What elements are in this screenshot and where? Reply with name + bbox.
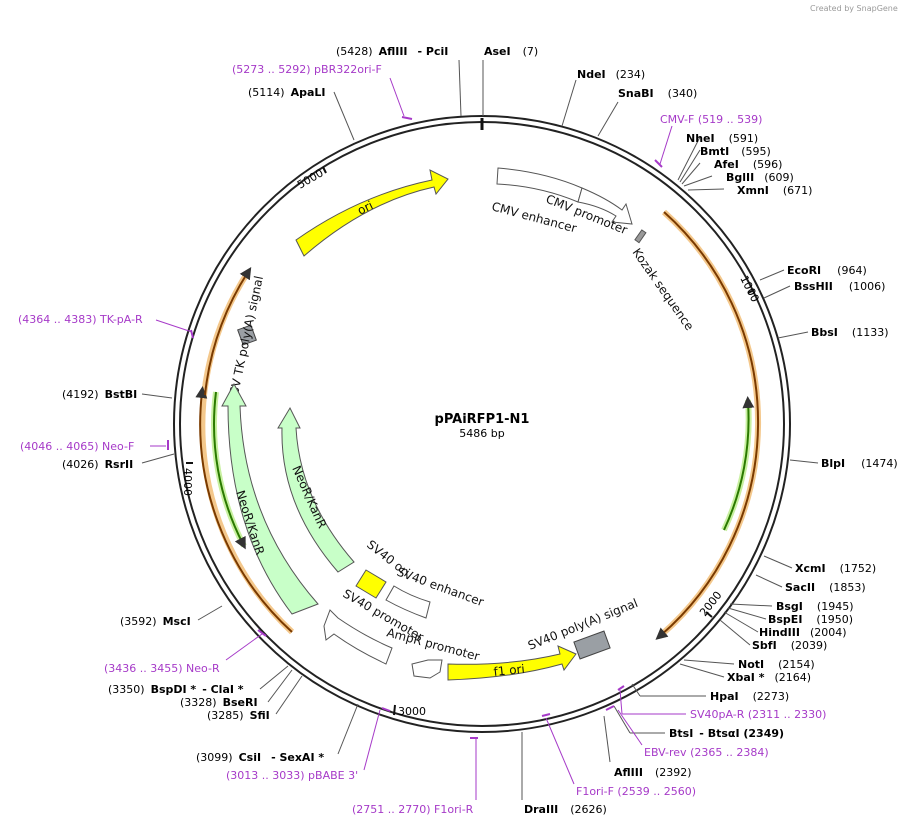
feature-f1-ori-label: f1 ori [493,662,526,679]
site-apaLI: (5114)ApaLI [248,86,326,99]
site-hpaI: HpaI(2273) [710,690,789,703]
primer-f1ori-f: F1ori-F (2539 .. 2560) [576,785,696,798]
primer-labels: (5273 .. 5292) pBR322ori-F CMV-F (519 ..… [18,63,826,816]
site-leaders [141,59,819,800]
feature-f1-ori [447,645,577,681]
site-btsI: BtsI- BtsαI (2349) [669,727,784,740]
feature-hsv-tk-polya [237,324,257,346]
primer-neo-r: (3436 .. 3455) Neo-R [104,662,220,675]
primer-leaders [150,77,686,800]
orange-arc-left-b [204,266,252,396]
feature-sv40-enhancer [385,585,431,619]
site-draIII: DraIII(2626) [524,803,607,816]
primer-ebv-rev: EBV-rev (2365 .. 2384) [644,746,769,759]
feature-sv40-polya [573,630,611,660]
site-csiI-sexAI: (3099)CsiI- SexAI * [196,751,324,764]
feature-ampr-promoter-label: AmpR promoter [385,625,481,663]
site-bssHII: BssHII(1006) [794,280,885,293]
primer-tk-pa-r: (4364 .. 4383) TK-pA-R [18,313,143,326]
site-afeI: AfeI(596) [714,158,782,171]
feature-cmv-enhancer [496,167,583,203]
site-xcmI: XcmI(1752) [795,562,876,575]
tick-4000: 4000 [181,462,194,496]
watermark: Created by SnapGene [810,4,898,13]
backbone-outer [173,115,791,733]
site-sbfI: SbfI(2039) [752,639,827,652]
site-aseI: AseI(7) [484,45,538,58]
primer-pbr322ori-f: (5273 .. 5292) pBR322ori-F [232,63,382,76]
site-hindIII: HindIII(2004) [759,626,847,639]
svg-text:3000: 3000 [398,705,426,718]
site-labels: (5428)AflIII- PciI AseI(7) NdeI(234) Sna… [62,45,898,816]
feature-neor-outer [221,382,319,615]
site-bspDI-claI: (3350)BspDI *- ClaI * [108,683,244,696]
site-bspEI: BspEI(1950) [768,613,853,626]
tick-5000: 5000 [295,166,327,192]
site-bstBI: (4192)BstBI [62,388,137,401]
tick-3000: 3000 [393,704,426,718]
site-aflIII-2392: AflIII(2392) [614,766,692,779]
svg-text:5000: 5000 [295,166,326,191]
green-arc-right [723,396,755,531]
site-ndeI: NdeI(234) [577,68,645,81]
site-xbaI: XbaI *(2164) [727,671,811,684]
site-snabI: SnaBI(340) [618,87,697,100]
site-nheI: NheI(591) [686,132,758,145]
plasmid-title: pPAiRFP1-N1 [435,412,530,427]
primer-f1ori-r: (2751 .. 2770) F1ori-R [352,803,474,816]
feature-sv40-ori [355,569,387,599]
site-rsrII: (4026)RsrII [62,458,133,471]
site-bsgI: BsgI(1945) [776,600,853,613]
feature-kozak [634,229,647,244]
site-bbsI: BbsI(1133) [811,326,888,339]
site-sfiI: (3285)SfiI [207,709,270,722]
site-bseRI: (3328)BseRI [180,696,258,709]
site-blpI: BlpI(1474) [821,457,898,470]
plasmid-length: 5486 bp [459,427,504,440]
primer-pbabe-3: (3013 .. 3033) pBABE 3' [226,769,358,782]
feature-neor-inner [277,406,355,573]
site-notI: NotI(2154) [738,658,815,671]
feature-ampr-promoter [411,659,443,679]
orange-arc-right [655,211,760,640]
site-bmtI: BmtI(595) [700,145,771,158]
site-mscI: (3592)MscI [120,615,191,628]
primer-cmv-f: CMV-F (519 .. 539) [660,113,762,126]
site-sacII: SacII(1853) [785,581,866,594]
site-xmnI: XmnI(671) [737,184,812,197]
feature-ori-label: ori [355,198,375,217]
primer-sv40pa-r: SV40pA-R (2311 .. 2330) [690,708,826,721]
feature-cmv-promoter [577,187,633,225]
orange-arc-left-a [195,386,293,633]
feature-hsv-tk-polya-label: HSV TK poly(A) signal [225,275,266,405]
feature-sv40-promoter [323,609,393,665]
feature-kozak-label: Kozak sequence [630,246,697,333]
primer-neo-f: (4046 .. 4065) Neo-F [20,440,134,453]
site-bglII: BglII(609) [726,171,794,184]
feature-ori [295,169,449,257]
site-ecoRI: EcoRI(964) [787,264,867,277]
green-arc-left [213,391,246,550]
site-aflIII-pciI: (5428)AflIII- PciI [336,45,448,58]
svg-text:4000: 4000 [181,468,194,496]
